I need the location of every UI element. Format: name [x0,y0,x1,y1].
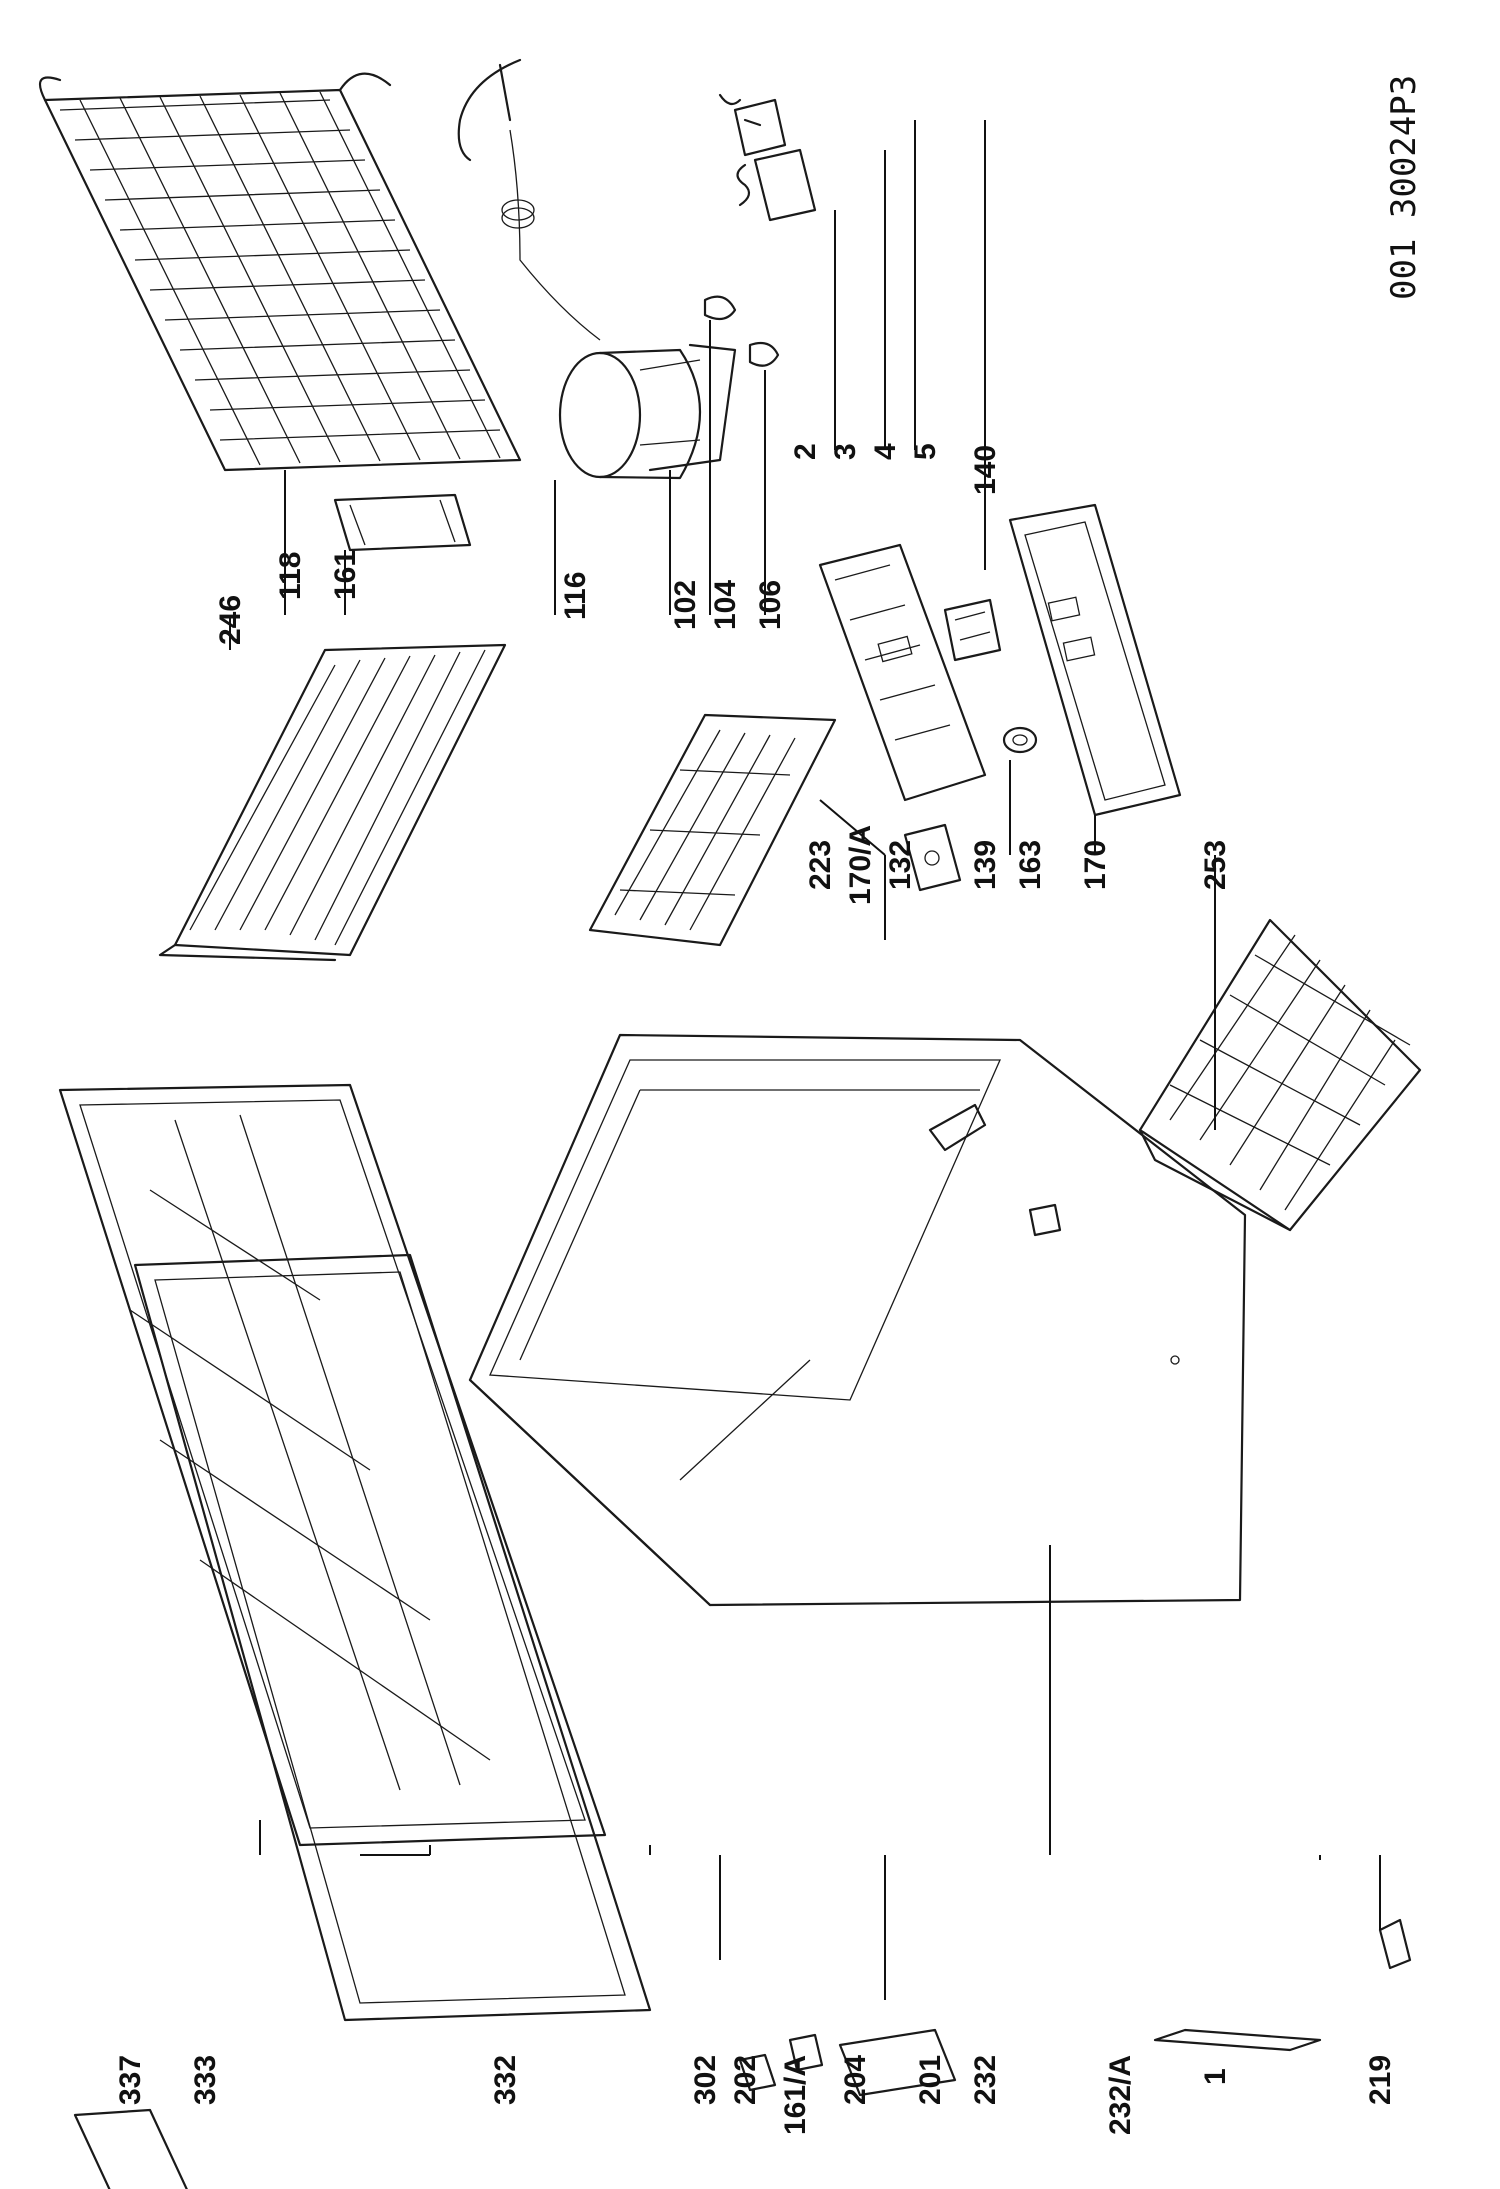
part-label-337: 337 [114,2055,147,2105]
part-label-118: 118 [274,552,307,600]
part-label-132: 132 [884,840,917,890]
compressor-grommets-drawing [703,295,780,367]
part-label-106: 106 [754,580,787,630]
basket-drawing [1138,918,1422,1232]
part-label-163: 163 [1014,840,1047,890]
part-label-232a: 232/A [1104,2055,1137,2135]
lid-frame-drawing [133,1253,652,2022]
knob-drawing [1002,726,1038,754]
clip-drawing [1378,1918,1412,1970]
part-label-202: 202 [729,2055,762,2105]
relay-parts-drawing [718,93,817,222]
part-label-2: 2 [789,443,822,460]
part-label-104: 104 [709,580,742,630]
part-label-201: 201 [914,2055,947,2105]
compressor-drawing [558,343,737,480]
part-label-140: 140 [969,445,1002,495]
part-label-170a: 170/A [844,825,877,905]
part-label-246: 246 [214,595,247,645]
lid-drawing [58,1083,607,1847]
control-panel-inner-drawing [818,543,987,802]
switch-block-drawing [943,598,1002,662]
part-labels: 337 333 332 302 202 161/A 204 201 232 23… [114,443,1397,2135]
bracket-drawing [333,493,472,552]
grille-drawing [588,713,837,947]
thermostat-capillary-drawing [457,58,601,341]
part-label-253: 253 [1199,840,1232,890]
leader-lines [229,120,1381,2000]
part-label-4: 4 [869,443,902,460]
thermostat-drawing [903,823,962,892]
part-label-204: 204 [839,2055,872,2105]
part-label-5: 5 [909,443,942,460]
part-label-102: 102 [669,580,702,630]
part-label-170: 170 [1079,840,1112,890]
part-label-232: 232 [969,2055,1002,2105]
part-label-332: 332 [489,2055,522,2105]
seal-strip-drawing [1153,2028,1322,2052]
drawing-code: 001 30024P3 [1384,75,1424,300]
condenser-coil-drawing [38,72,522,472]
part-label-219: 219 [1364,2055,1397,2105]
part-label-223: 223 [804,840,837,890]
part-label-1: 1 [1199,2068,1232,2085]
control-panel-front-drawing [1008,503,1182,817]
part-label-333: 333 [189,2055,222,2105]
part-label-302: 302 [689,2055,722,2105]
part-label-161a: 161/A [779,2055,812,2135]
evaporator-grid-drawing [158,643,507,962]
hinge-parts-drawing [738,2028,957,2097]
part-label-161: 161 [329,550,362,600]
cabinet-drawing [468,1033,1247,1607]
part-label-139: 139 [969,840,1002,890]
part-label-3: 3 [829,443,862,460]
part-label-116: 116 [559,572,592,620]
handle-drawing [73,2108,188,2189]
